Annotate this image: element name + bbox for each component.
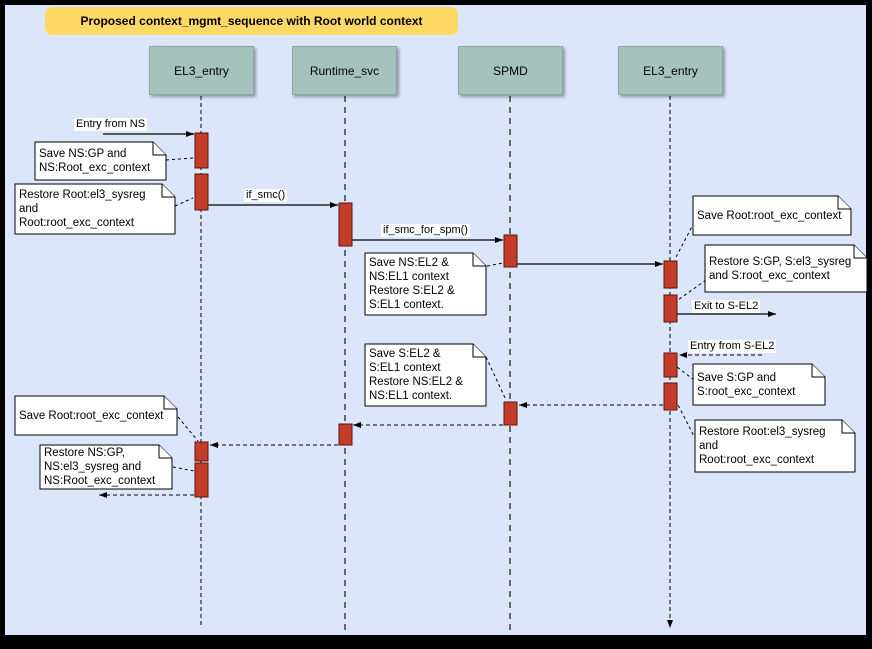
activation-bar: [663, 352, 678, 378]
note-shape-restore-root-el3-sysreg-1: [14, 183, 176, 235]
note-connector: [485, 356, 507, 401]
activation-bar: [663, 294, 678, 323]
note-connector: [172, 466, 195, 472]
note-shape-save-ns-gp: [34, 141, 167, 181]
activation-bar: [338, 423, 353, 446]
activation-bar: [194, 441, 209, 462]
note-shape-restore-root-el3-sysreg-2: [694, 419, 856, 473]
activation-bar: [194, 132, 209, 169]
activation-bar: [338, 202, 353, 247]
activation-bar: [503, 401, 518, 426]
note-connector: [677, 279, 707, 301]
note-shape-save-s-gp: [692, 363, 826, 406]
note-connector: [676, 402, 697, 441]
note-shape-restore-s-gp: [704, 244, 868, 293]
activation-bar: [663, 382, 678, 411]
note-connector: [165, 157, 194, 161]
activation-bar: [194, 173, 209, 211]
diagram-canvas: [5, 5, 866, 635]
note-shape-restore-ns-gp: [39, 444, 173, 490]
activation-bar: [503, 234, 518, 268]
note-shape-save-ns-el2: [364, 252, 487, 316]
note-connector: [174, 197, 194, 207]
note-connector: [676, 366, 695, 381]
note-shape-save-root-exc-1: [692, 195, 852, 236]
note-connector: [177, 416, 199, 442]
activation-bar: [663, 260, 678, 289]
note-shape-save-root-exc-2: [14, 395, 178, 436]
note-connector: [486, 262, 504, 267]
note-shape-save-s-el2: [364, 343, 487, 407]
activation-bar: [194, 462, 209, 498]
